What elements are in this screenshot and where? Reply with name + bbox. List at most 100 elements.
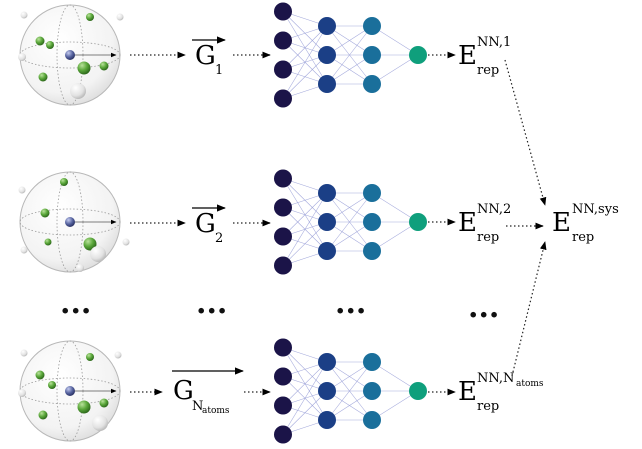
sum-arrow-n: [511, 241, 547, 377]
neural-network-n: [274, 338, 427, 444]
nn-node: [274, 338, 292, 357]
atom: [46, 41, 54, 49]
atom: [44, 238, 52, 246]
energy-sup: NN,2: [477, 202, 511, 217]
nn-node: [318, 213, 336, 231]
atom-center: [65, 217, 75, 227]
nn-node: [363, 46, 381, 64]
nn-connection: [282, 192, 328, 237]
nn-node: [274, 60, 292, 79]
atom: [40, 208, 50, 218]
energy-sup: NN,1: [477, 35, 511, 50]
nn-connection: [282, 390, 328, 435]
atomic-energy-n: E NN,N atoms rep: [458, 371, 544, 414]
atom: [76, 264, 84, 272]
nn-node: [318, 382, 336, 400]
energy-sub: rep: [477, 230, 499, 245]
atom-center: [65, 386, 75, 396]
nn-node: [318, 46, 336, 64]
nn-connection: [282, 54, 328, 99]
atomic-environment-sphere-2: [18, 171, 130, 273]
nn-output-node: [409, 46, 427, 64]
nn-connection: [371, 221, 419, 252]
sum-arrow-1: [504, 59, 547, 206]
descriptor-subsub: atoms: [202, 406, 230, 416]
descriptor-sub: 1: [215, 63, 223, 78]
atom: [20, 246, 28, 254]
nn-connection: [282, 361, 328, 406]
nn-node: [274, 227, 292, 246]
nn-connection: [326, 25, 373, 85]
nn-node: [363, 382, 381, 400]
energy-main: E: [458, 377, 477, 407]
descriptor-n: G N atoms: [172, 367, 244, 416]
ellipsis: ...: [196, 286, 227, 321]
atom: [35, 36, 45, 46]
nn-node: [274, 198, 292, 217]
row-n: G N atoms E NN,N atoms rep: [18, 338, 544, 444]
system-energy-sub: rep: [572, 230, 594, 245]
atom: [77, 61, 91, 75]
atom: [86, 353, 94, 361]
atom: [18, 53, 26, 61]
nn-node: [274, 2, 292, 21]
energy-supsub: atoms: [516, 379, 544, 389]
atom: [18, 389, 26, 397]
nn-node: [318, 411, 336, 429]
energy-main: E: [458, 41, 477, 71]
energy-sup: NN,N: [477, 371, 514, 386]
neural-network-2: [274, 169, 427, 275]
nn-node: [274, 396, 292, 415]
nn-node: [274, 367, 292, 386]
nn-node: [363, 411, 381, 429]
nn-node: [274, 425, 292, 444]
nn-node: [318, 75, 336, 93]
atom: [99, 398, 109, 408]
system-energy-main: E: [552, 208, 571, 238]
nn-node: [274, 31, 292, 50]
nn-node: [274, 169, 292, 188]
nn-node: [363, 213, 381, 231]
atomic-environment-sphere-1: [18, 4, 124, 106]
descriptor-sub: 2: [215, 231, 223, 246]
atom: [99, 61, 109, 71]
atom: [20, 349, 28, 357]
descriptor-main: G: [195, 209, 216, 239]
nn-connection: [371, 25, 419, 56]
descriptor-main: G: [173, 376, 194, 406]
atom: [86, 13, 94, 21]
ellipsis: ...: [335, 286, 366, 321]
nn-node: [363, 184, 381, 202]
nn-connection: [371, 54, 419, 85]
ellipsis: ...: [60, 286, 91, 321]
nn-node: [274, 256, 292, 275]
nn-node: [318, 353, 336, 371]
atom: [35, 370, 45, 380]
neural-network-1: [274, 2, 427, 108]
atom: [92, 415, 108, 431]
nn-connection: [282, 361, 328, 435]
nn-connection: [282, 221, 328, 266]
nn-connection: [326, 361, 373, 421]
nn-node: [363, 75, 381, 93]
nn-node: [318, 17, 336, 35]
descriptor-sub: N: [192, 399, 203, 414]
nn-connection: [282, 192, 328, 266]
atom: [20, 11, 28, 19]
atom: [114, 351, 122, 359]
nn-connection: [371, 192, 419, 223]
system-energy: E NN,sys rep: [552, 202, 619, 245]
atom: [18, 186, 26, 194]
atomic-energy-2: E NN,2 rep: [458, 202, 511, 245]
nn-connection: [282, 25, 328, 70]
ellipsis-row: ... ... ... ...: [60, 286, 499, 325]
descriptor-2: G 2: [192, 204, 226, 246]
nn-node: [318, 184, 336, 202]
energy-sub: rep: [477, 63, 499, 78]
system-energy-sup: NN,sys: [572, 202, 619, 217]
atom: [83, 237, 97, 251]
atom: [38, 72, 48, 82]
row-1: G 1 E NN,1 rep: [18, 2, 511, 108]
nn-node: [363, 242, 381, 260]
